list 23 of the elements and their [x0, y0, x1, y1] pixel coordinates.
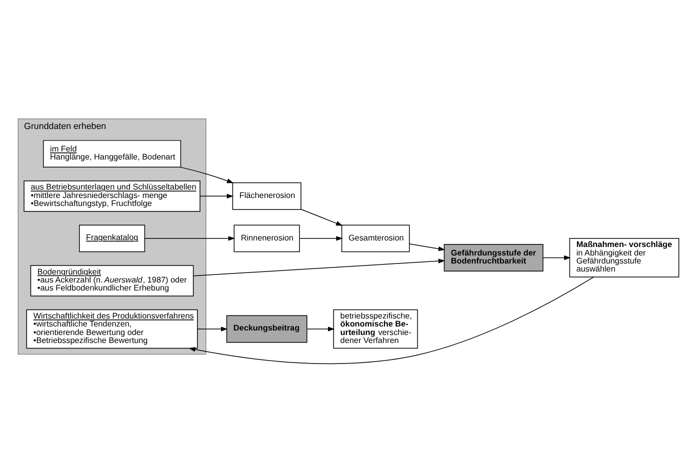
node-box: Maßnahmen- vorschläge in Abhängigkeit der Gefährdungsstufe auswählen	[569, 238, 680, 277]
node-box: Gefährdungsstufe der Bodenfruchtbarkeit	[444, 244, 544, 271]
arrow	[197, 326, 228, 331]
arrow	[306, 326, 335, 331]
node-box: Rinnenerosion	[234, 224, 300, 252]
arrow	[188, 276, 594, 364]
node-box: Gesamterosion	[341, 224, 410, 252]
node-box: Flächenerosion	[232, 182, 302, 210]
node-box: aus Betriebsunterlagen und Schlüsseltabellen •mittlere Jahresniederschlags- menge •Bewirtschaftungstyp, Fruchtfolge	[24, 180, 200, 212]
arrow	[144, 236, 236, 240]
node-box: Deckungsbeitrag	[226, 314, 308, 342]
arrow	[193, 258, 446, 276]
arrow	[300, 208, 343, 226]
arrow	[180, 166, 234, 183]
arrow	[200, 193, 234, 198]
node-box: Wirtschaftlichkeit des Produktionsverfahrens •wirtschaftliche Tendenzen, •orientierende Bewertung oder •Betriebsspezifische Bewertung	[26, 308, 198, 348]
arrow	[542, 254, 571, 260]
arrow	[299, 236, 343, 240]
node-box: Bodengründigkeit •aus Ackerzahl (n. Auerswald, 1987) oder •aus Feldbodenkundlicher Erhebung	[30, 264, 194, 296]
node-box: im Feld Hanglänge, Hanggefälle, Bodenart	[42, 140, 182, 168]
arrow	[409, 243, 446, 251]
node-box: betriebsspezifische, ökonomische Be- urteilung verschie- dener Verfahren	[333, 308, 418, 348]
node-box: Fragenkatalog	[79, 224, 146, 252]
